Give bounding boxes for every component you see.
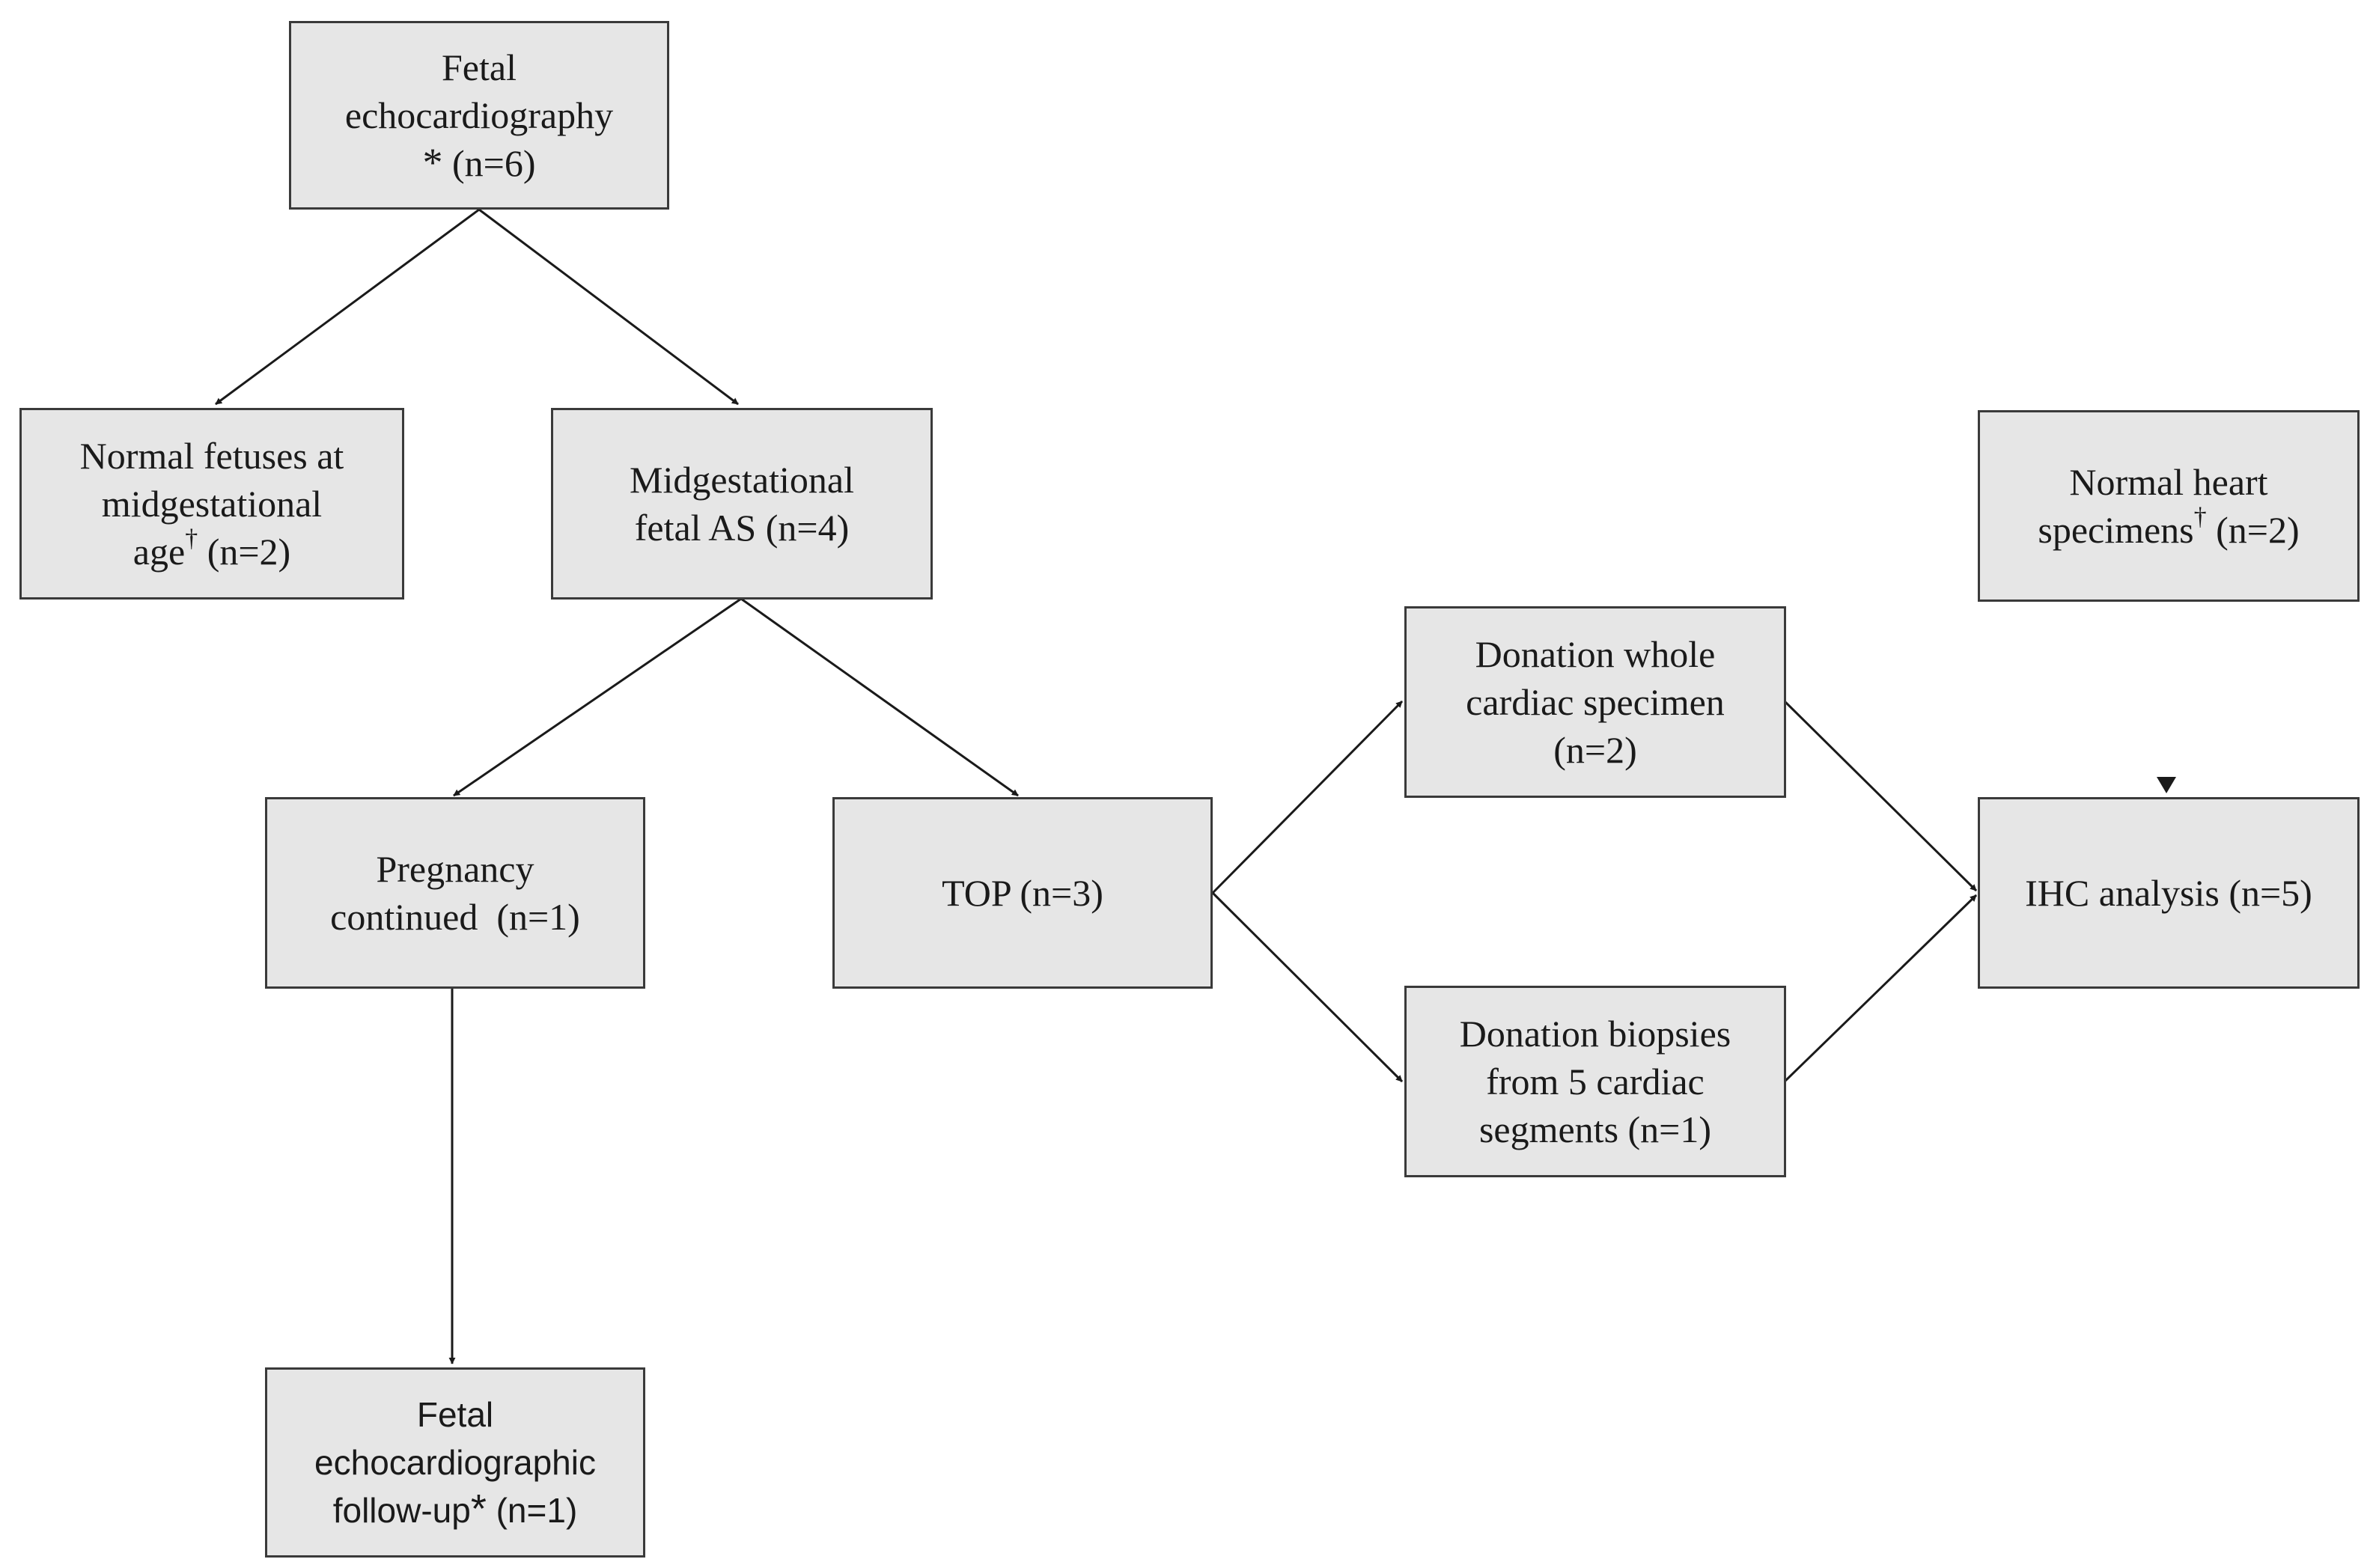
node-count: (n=1) <box>496 1491 578 1530</box>
arrowhead-into-ihc-top <box>2157 777 2176 793</box>
node-line: echocardiographic <box>314 1443 596 1482</box>
node-line: segments (n=1) <box>1478 1108 1712 1150</box>
node-donation-whole-specimen: Donation whole cardiac specimen (n=2) <box>1404 606 1786 798</box>
node-line: Midgestational <box>630 459 854 501</box>
node-line: Pregnancy <box>376 848 534 890</box>
asterisk-mark: * <box>470 1486 487 1531</box>
node-pregnancy-continued: Pregnancy continued (n=1) <box>265 797 645 989</box>
node-line: cardiac specimen <box>1466 681 1725 723</box>
node-normal-heart-specimens: Normal heart specimens† (n=2) <box>1978 410 2360 602</box>
arrow-as-to-pregnancy-continued <box>453 597 742 797</box>
node-line: fetal AS (n=4) <box>634 507 850 549</box>
arrow-echo-to-normal-fetuses <box>215 208 480 406</box>
node-line: Donation whole <box>1475 633 1716 675</box>
node-count: (n=2) <box>2216 509 2300 551</box>
node-fetal-echocardiography: Fetal echocardiography * (n=6) <box>289 21 669 210</box>
arrow-donation-biopsies-to-ihc <box>1783 894 1978 1083</box>
node-line: from 5 cardiac <box>1486 1061 1705 1102</box>
node-prefix: follow-up <box>332 1491 471 1530</box>
node-donation-biopsies: Donation biopsies from 5 cardiac segment… <box>1404 986 1786 1177</box>
node-line: continued (n=1) <box>330 896 580 938</box>
node-prefix: age <box>132 531 186 573</box>
arrow-top-to-donation-biopsies <box>1211 891 1404 1083</box>
arrow-donation-whole-to-ihc <box>1783 700 1978 892</box>
node-normal-fetuses: Normal fetuses at midgestational age† (n… <box>19 408 404 600</box>
node-line: Normal fetuses at <box>79 435 344 477</box>
node-midgestational-fetal-as: Midgestational fetal AS (n=4) <box>551 408 933 600</box>
node-line: TOP (n=3) <box>942 872 1103 914</box>
node-line: Fetal <box>442 46 517 88</box>
node-ihc-analysis: IHC analysis (n=5) <box>1978 797 2360 989</box>
arrow-echo-to-midgestational-as <box>478 208 739 406</box>
node-line: Normal heart <box>2069 461 2268 503</box>
arrow-as-to-top <box>740 597 1019 797</box>
node-line: IHC analysis (n=5) <box>2025 872 2312 914</box>
node-line: midgestational <box>101 483 323 525</box>
arrow-top-to-donation-whole <box>1211 700 1404 894</box>
dagger-mark: † <box>2193 503 2207 531</box>
node-count: (n=6) <box>452 142 536 184</box>
node-line: (n=2) <box>1553 729 1637 771</box>
node-top: TOP (n=3) <box>832 797 1213 989</box>
node-prefix: specimens <box>2038 509 2194 551</box>
node-line: Fetal <box>416 1395 494 1434</box>
node-line: Donation biopsies <box>1459 1013 1731 1055</box>
dagger-mark: † <box>185 525 198 553</box>
node-count: (n=2) <box>207 531 291 573</box>
asterisk-mark: * <box>422 140 443 185</box>
node-line: echocardiography <box>344 94 614 136</box>
node-followup: Fetal echocardiographic follow-up* (n=1) <box>265 1367 645 1558</box>
